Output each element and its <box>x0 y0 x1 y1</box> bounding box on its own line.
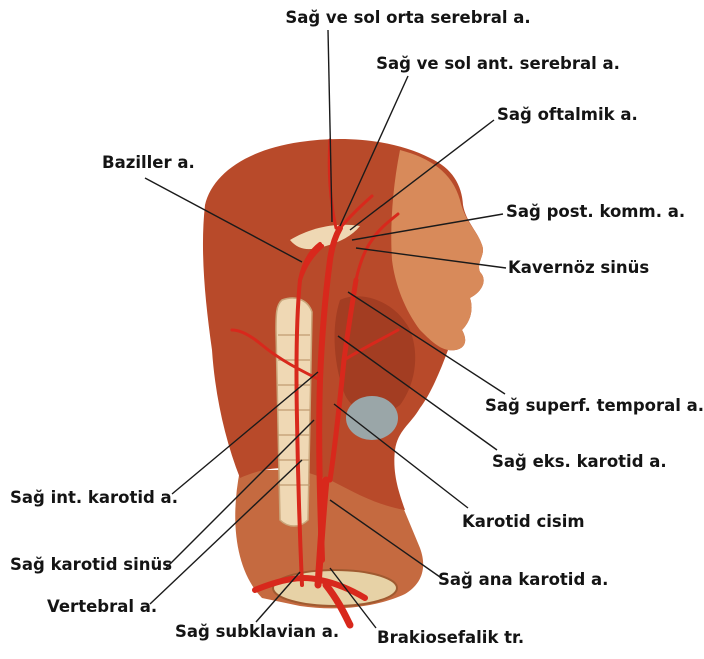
label-subclavian: Sağ subklavian a. <box>175 622 339 641</box>
label-external-carotid: Sağ eks. karotid a. <box>492 452 667 471</box>
label-ophthalmic: Sağ oftalmik a. <box>497 105 638 124</box>
anatomy-illustration <box>203 139 484 625</box>
label-anterior-cerebral: Sağ ve sol ant. serebral a. <box>376 54 620 73</box>
cervical-spine <box>276 298 312 526</box>
label-carotid-body: Karotid cisim <box>462 512 585 531</box>
label-internal-carotid: Sağ int. karotid a. <box>10 488 178 507</box>
label-basilar: Baziller a. <box>102 153 195 172</box>
label-carotid-sinus: Sağ karotid sinüs <box>10 555 172 574</box>
label-middle-cerebral: Sağ ve sol orta serebral a. <box>285 8 530 27</box>
label-superficial-temporal: Sağ superf. temporal a. <box>485 396 704 415</box>
label-cavernous-sinus: Kavernöz sinüs <box>508 258 649 277</box>
label-brachiocephalic: Brakiosefalik tr. <box>377 628 524 647</box>
label-common-carotid: Sağ ana karotid a. <box>438 570 608 589</box>
label-vertebral: Vertebral a. <box>47 597 157 616</box>
label-post-communicating: Sağ post. komm. a. <box>506 202 685 221</box>
